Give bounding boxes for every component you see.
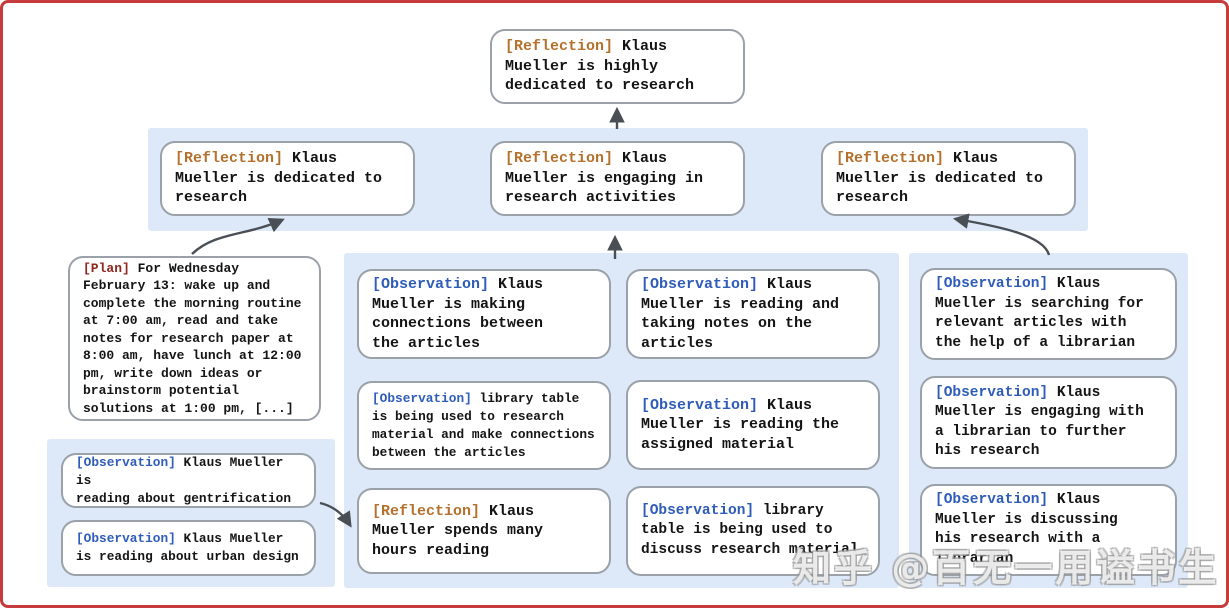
node-observation-engaging-librarian: [Observation] Klaus Mueller is engaging … [920,376,1177,469]
node-observation-gentrification: [Observation] Klaus Mueller is reading a… [61,453,316,508]
node-reflection-3: [Reflection] Klaus Mueller is dedicated … [821,141,1076,216]
node-type-tag: [Observation] [935,276,1049,292]
node-text: Klaus Mueller is engaging in research ac… [505,150,704,207]
node-text: Klaus Mueller is reading about gentrific… [76,454,292,506]
node-reflection-hours-reading: [Reflection] Klaus Mueller spends many h… [357,488,611,574]
node-type-tag: [Reflection] [505,150,614,168]
node-plan: [Plan] For Wednesday February 13: wake u… [68,256,321,421]
node-type-tag: [Observation] [641,396,759,414]
node-text: Klaus Mueller is dedicated to research [836,150,1044,207]
node-text: Klaus Mueller spends many hours reading [372,502,544,559]
node-text: For Wednesday February 13: wake up and c… [83,260,302,416]
node-type-tag: [Observation] [641,276,759,293]
node-observation-library-table-research: [Observation] library table is being use… [357,381,611,470]
node-observation-taking-notes: [Observation] Klaus Mueller is reading a… [626,269,880,359]
node-content: [Reflection] Klaus Mueller is engaging i… [505,149,730,208]
node-text: library table is being used to discuss r… [641,502,859,558]
node-text: Klaus Mueller is making connections betw… [372,276,544,352]
node-observation-urban-design: [Observation] Klaus Mueller is reading a… [61,520,316,576]
node-type-tag: [Observation] [641,502,755,519]
node-type-tag: [Reflection] [505,38,614,56]
node-root-reflection: [Reflection] Klaus Mueller is highly ded… [490,29,745,104]
node-type-tag: [Reflection] [175,150,284,168]
node-content: [Observation] Klaus Mueller is making co… [372,275,596,353]
node-observation-assigned-material: [Observation] Klaus Mueller is reading t… [626,380,880,470]
node-content: [Observation] Klaus Mueller is searching… [935,275,1162,353]
node-content: [Observation] library table is being use… [641,502,865,561]
node-text: Klaus Mueller is searching for relevant … [935,276,1144,351]
node-reflection-2: [Reflection] Klaus Mueller is engaging i… [490,141,745,216]
node-type-tag: [Observation] [372,390,472,406]
node-content: [Observation] Klaus Mueller is reading a… [76,530,301,566]
node-type-tag: [Reflection] [372,502,481,520]
node-text: Klaus Mueller is engaging with a librari… [935,384,1144,460]
node-text: library table is being used to research … [372,390,595,460]
node-content: [Reflection] Klaus Mueller is dedicated … [836,149,1061,208]
node-text: Klaus Mueller is reading about urban des… [76,531,299,564]
node-text: Klaus Mueller is highly dedicated to res… [505,38,695,95]
node-content: [Observation] Klaus Mueller is reading a… [76,454,301,508]
node-text: Klaus Mueller is reading the assigned ma… [641,396,840,453]
node-content: [Reflection] Klaus Mueller spends many h… [372,502,596,561]
node-content: [Reflection] Klaus Mueller is highly ded… [505,37,730,96]
node-type-tag: [Observation] [372,276,490,293]
node-observation-searching-articles: [Observation] Klaus Mueller is searching… [920,268,1177,360]
node-type-tag: [Reflection] [836,150,945,168]
node-text: Klaus Mueller is discussing his research… [935,492,1118,567]
node-text: Klaus Mueller is dedicated to research [175,150,383,207]
node-content: [Reflection] Klaus Mueller is dedicated … [175,149,400,208]
node-type-tag: [Observation] [76,454,176,470]
zhihu-watermark: 知乎 @百无一用谥书生 [793,546,1220,590]
node-observation-library-table-discuss: [Observation] library table is being use… [626,486,880,576]
node-observation-making-connections: [Observation] Klaus Mueller is making co… [357,269,611,359]
node-type-tag: [Observation] [76,531,176,546]
node-content: [Observation] library table is being use… [372,390,596,462]
node-type-tag: [Observation] [935,384,1049,401]
node-content: [Observation] Klaus Mueller is reading t… [641,396,865,455]
node-reflection-1: [Reflection] Klaus Mueller is dedicated … [160,141,415,216]
node-type-tag: [Observation] [935,492,1049,508]
node-content: [Observation] Klaus Mueller is discussin… [935,491,1162,569]
node-content: [Plan] For Wednesday February 13: wake u… [83,260,306,418]
node-content: [Observation] Klaus Mueller is reading a… [641,275,865,353]
node-type-tag: [Plan] [83,260,130,276]
node-content: [Observation] Klaus Mueller is engaging … [935,384,1162,462]
node-observation-discussing-research: [Observation] Klaus Mueller is discussin… [920,484,1177,576]
node-text: Klaus Mueller is reading and taking note… [641,276,840,352]
